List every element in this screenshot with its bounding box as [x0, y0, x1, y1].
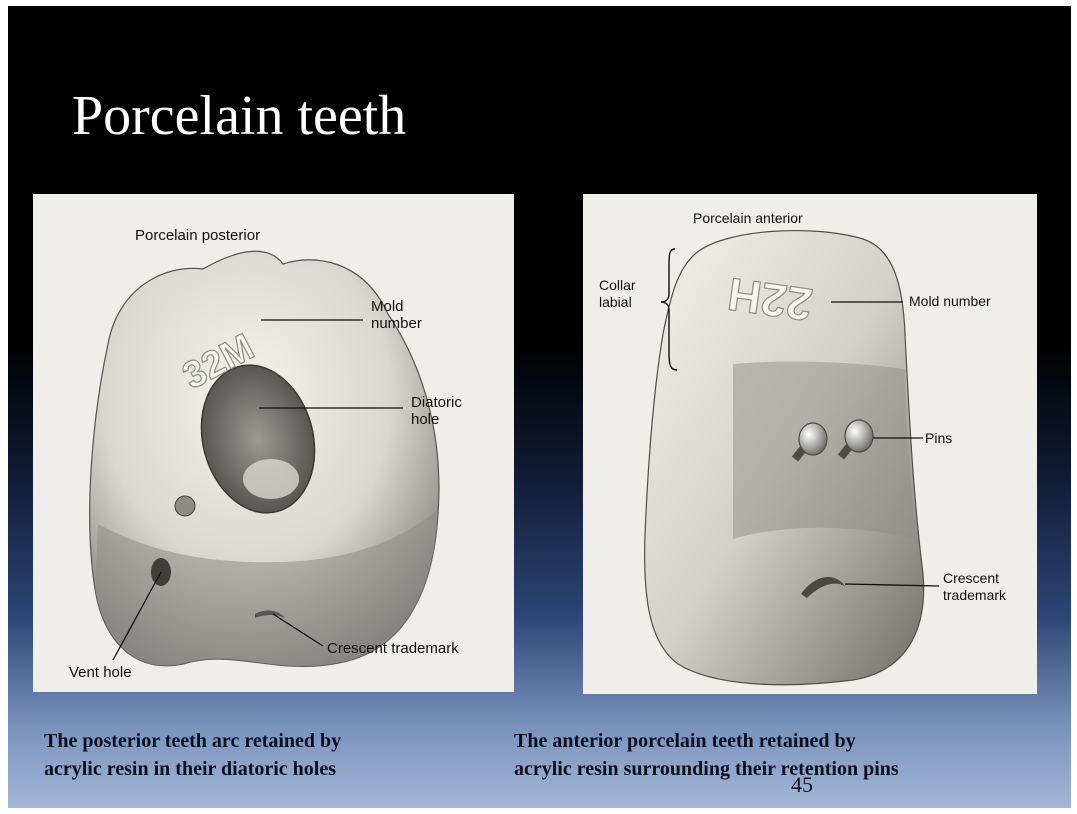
collar-labial-label: Collar labial: [599, 277, 636, 311]
left-caption-line-2: acrylic resin in their diatoric holes: [44, 755, 336, 783]
posterior-heading: Porcelain posterior: [135, 227, 260, 244]
posterior-tooth-figure: 32M Porcelain posterior Mold number Diat…: [33, 194, 514, 692]
slide: Porcelain teeth: [8, 6, 1071, 808]
anterior-mold-number-label: Mold number: [909, 293, 991, 310]
anterior-tooth-figure: 22H Porcelain anterior Collar labial Mol…: [583, 194, 1037, 694]
right-caption-line-1: The anterior porcelain teeth retained by: [514, 727, 856, 755]
posterior-tooth-illustration: 32M: [33, 194, 514, 692]
left-caption-line-1: The posterior teeth arc retained by: [44, 727, 341, 755]
right-caption-line-2: acrylic resin surrounding their retentio…: [514, 755, 899, 783]
slide-title: Porcelain teeth: [72, 84, 406, 148]
anterior-heading: Porcelain anterior: [693, 210, 803, 227]
anterior-tooth-illustration: 22H: [583, 194, 1037, 694]
posterior-mold-number-label: Mold number: [371, 298, 422, 332]
pins-label: Pins: [925, 430, 952, 447]
page-number: 45: [791, 772, 813, 798]
anterior-crescent-label: Crescent trademark: [943, 570, 1006, 604]
posterior-crescent-label: Crescent trademark: [327, 640, 459, 657]
small-hole-icon: [175, 496, 195, 516]
vent-hole-label: Vent hole: [69, 664, 132, 681]
diatoric-hole-label: Diatoric hole: [411, 394, 462, 428]
